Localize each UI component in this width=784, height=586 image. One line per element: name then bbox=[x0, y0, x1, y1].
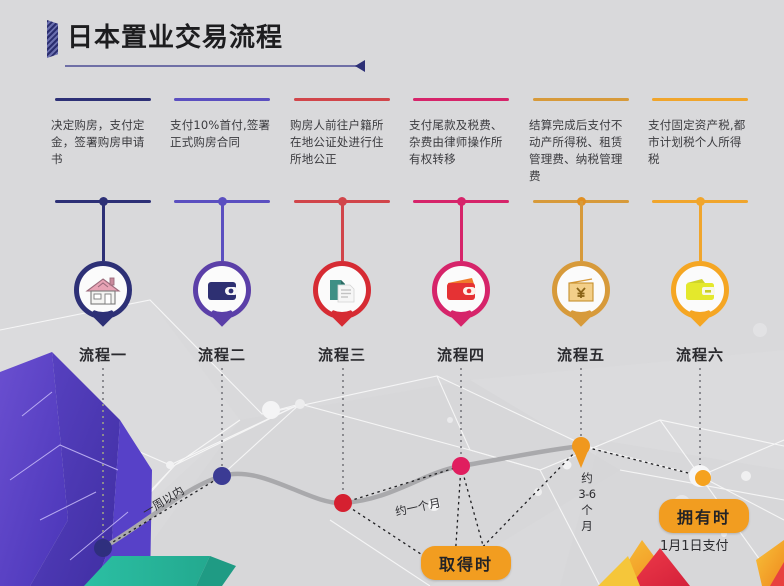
wallet-icon bbox=[208, 282, 238, 300]
step-3-pin[interactable] bbox=[313, 261, 371, 327]
documents-icon bbox=[330, 280, 355, 303]
timeline-node-3 bbox=[334, 494, 352, 512]
duration-3to6-label: 约 3-6 个 月 bbox=[576, 470, 598, 534]
house-icon bbox=[85, 277, 121, 305]
step-6-stem bbox=[699, 201, 702, 261]
step-3-stem bbox=[341, 201, 344, 261]
timeline-node-5 bbox=[572, 437, 590, 468]
title-text: 日本置业交易流程 bbox=[67, 23, 284, 53]
step-5-stem bbox=[580, 201, 583, 261]
duration-3to6-line-2: 3-6 bbox=[578, 487, 596, 501]
step-6-top-rule bbox=[652, 98, 748, 101]
step-2-top-rule bbox=[174, 98, 270, 101]
title-underline bbox=[65, 65, 361, 67]
step-4-pin[interactable] bbox=[432, 261, 490, 327]
step-6-label: 流程六 bbox=[675, 346, 724, 364]
duration-3to6-line-3: 个 bbox=[581, 503, 593, 517]
timeline-node-1 bbox=[94, 539, 112, 557]
title-arrow-icon bbox=[355, 60, 365, 72]
step-4-label: 流程四 bbox=[436, 346, 485, 364]
timeline-node-2 bbox=[213, 467, 231, 485]
yellow-wallet-icon bbox=[686, 279, 715, 300]
step-6-pin[interactable] bbox=[671, 261, 729, 327]
step-1-stem bbox=[102, 201, 105, 261]
step-1-pin[interactable] bbox=[74, 261, 132, 327]
timeline-node-6 bbox=[689, 465, 711, 487]
yen-envelope-icon bbox=[568, 278, 594, 302]
step-2-pin[interactable] bbox=[193, 261, 251, 327]
step-5-label: 流程五 bbox=[556, 346, 605, 364]
payment-date-note: 1月1日支付 bbox=[660, 539, 729, 554]
red-wallet-icon bbox=[447, 278, 476, 300]
step-5-description: 结算完成后支付不动产所得税、租赁管理费、纳税管理费 bbox=[529, 118, 623, 183]
step-4-stem bbox=[460, 201, 463, 261]
badge-acquire[interactable]: 取得时 bbox=[421, 546, 512, 580]
step-column-4: 支付尾款及税费、杂费由律师操作所有权转移 bbox=[401, 98, 521, 168]
step-5-top-rule bbox=[533, 98, 629, 101]
step-1-label: 流程一 bbox=[78, 346, 127, 364]
step-column-1: 决定购房，支付定金，签署购房申请书 bbox=[43, 98, 163, 168]
step-column-2: 支付10%首付,签署正式购房合同 bbox=[162, 98, 282, 151]
step-6-description: 支付固定资产税,都市计划税个人所得税 bbox=[648, 118, 746, 166]
step-3-label: 流程三 bbox=[317, 346, 366, 364]
step-column-3: 购房人前往户籍所在地公证处进行住所地公正 bbox=[282, 98, 402, 168]
timeline-node-4 bbox=[452, 457, 470, 475]
step-3-description: 购房人前往户籍所在地公证处进行住所地公正 bbox=[290, 118, 384, 166]
duration-3to6-line-1: 约 bbox=[581, 471, 593, 485]
step-1-description: 决定购房，支付定金，签署购房申请书 bbox=[51, 118, 145, 166]
step-column-6: 支付固定资产税,都市计划税个人所得税 bbox=[640, 98, 760, 168]
step-2-label: 流程二 bbox=[197, 346, 246, 364]
step-4-description: 支付尾款及税费、杂费由律师操作所有权转移 bbox=[409, 118, 503, 166]
step-2-stem bbox=[221, 201, 224, 261]
badge-own[interactable]: 拥有时 bbox=[659, 499, 750, 533]
step-3-top-rule bbox=[294, 98, 390, 101]
step-1-top-rule bbox=[55, 98, 151, 101]
step-4-top-rule bbox=[413, 98, 509, 101]
title-bracket-decoration bbox=[47, 20, 58, 58]
page-title: 日本置业交易流程 bbox=[47, 18, 377, 72]
step-5-pin[interactable] bbox=[552, 261, 610, 327]
duration-3to6-line-4: 月 bbox=[581, 519, 593, 533]
step-2-description: 支付10%首付,签署正式购房合同 bbox=[170, 118, 271, 149]
step-column-5: 结算完成后支付不动产所得税、租赁管理费、纳税管理费 bbox=[521, 98, 641, 185]
